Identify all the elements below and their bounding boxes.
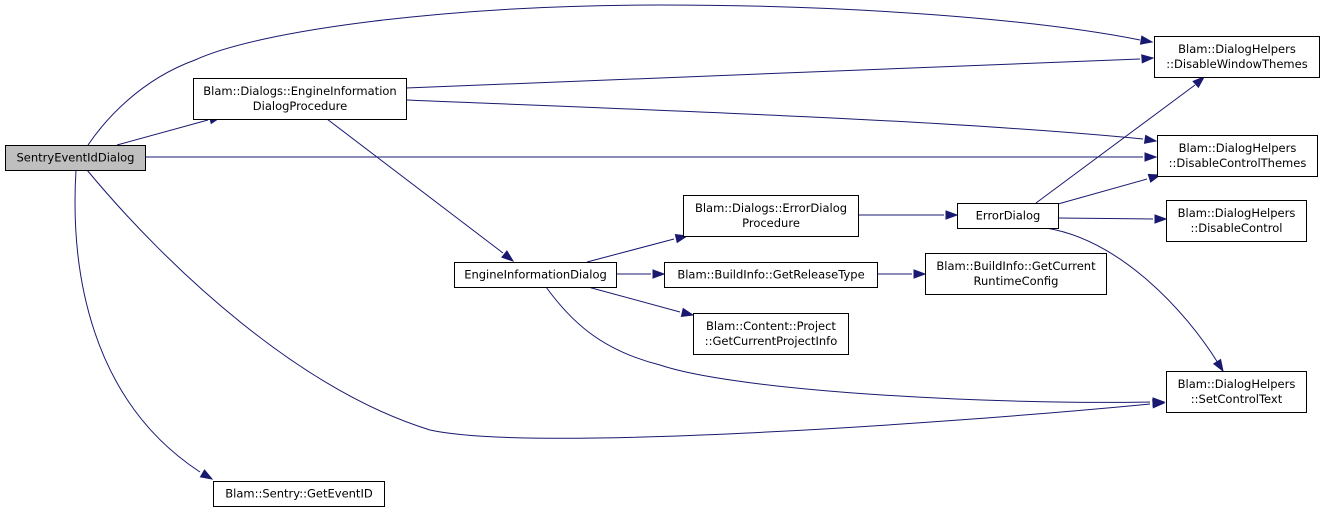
edge-arrowhead [1143,134,1158,144]
edge-arrowhead [1192,76,1206,89]
node-get-release-type[interactable]: Blam::BuildInfo::GetReleaseType [664,262,878,288]
edge-arrowhead [945,210,959,220]
node-get-event-id[interactable]: Blam::Sentry::GetEventID [213,481,385,507]
node-engine-information-dialog[interactable]: EngineInformationDialog [454,262,617,288]
node-label: SentryEventIdDialog [17,151,135,165]
node-box [454,262,617,288]
node-label: Blam::DialogHelpers [1178,377,1296,391]
node-box [193,78,407,120]
nodes-layer: SentryEventIdDialog Blam::Dialogs::Engine… [5,36,1320,507]
edge-line [587,286,681,313]
edge-arrowhead [913,269,927,279]
edge-arrowhead [680,307,695,317]
edge-error-dialog-to-disable-control-themes [1057,173,1162,205]
edge-line [545,286,1151,403]
node-disable-control[interactable]: Blam::DialogHelpers::DisableControl [1166,200,1307,242]
edge-line [1035,84,1196,204]
edge-line [86,169,1151,439]
node-set-control-text[interactable]: Blam::DialogHelpers::SetControlText [1166,371,1307,413]
node-disable-control-themes[interactable]: Blam::DialogHelpers::DisableControlTheme… [1157,135,1318,177]
node-engine-info-dialog-procedure[interactable]: Blam::Dialogs::EngineInformationDialogPr… [193,78,407,120]
edge-arrowhead [1152,397,1166,407]
edge-arrowhead [199,469,214,480]
node-label: Blam::BuildInfo::GetReleaseType [677,268,864,282]
edge-error-dialog-to-set-control-text [1045,227,1224,373]
edge-arrowhead [1212,358,1224,373]
node-get-current-project-info[interactable]: Blam::Content::Project::GetCurrentProjec… [693,313,849,355]
edge-arrowhead [1154,214,1168,224]
node-box [664,262,878,288]
edge-line [116,119,209,146]
edge-line [1057,217,1154,220]
edge-arrowhead [501,250,515,262]
node-box [957,203,1059,229]
node-box [213,481,385,507]
edge-error-dialog-to-disable-window-themes [1035,76,1206,204]
node-label: ::DisableWindowThemes [1166,57,1307,71]
node-label: ::DisableControl [1191,221,1283,235]
node-label: Blam::BuildInfo::GetCurrent [936,259,1096,273]
edge-sentry-event-id-dialog-to-engine-info-dialog-procedure [116,115,223,146]
edge-line [326,118,504,254]
node-label: Blam::DialogHelpers [1179,141,1297,155]
node-label: EngineInformationDialog [464,268,607,282]
edge-error-dialog-to-disable-control [1057,214,1168,224]
edge-line [405,99,1144,140]
edge-sentry-event-id-dialog-to-disable-window-themes [87,4,1154,146]
node-label: ::GetCurrentProjectInfo [705,334,838,348]
node-label: Blam::Dialogs::ErrorDialog [695,201,847,215]
node-label: Blam::DialogHelpers [1178,206,1296,220]
node-sentry-event-id-dialog: SentryEventIdDialog [5,145,146,171]
edge-sentry-event-id-dialog-to-disable-control-themes [145,152,1158,162]
edge-line [87,4,1141,146]
node-box [925,253,1107,295]
edge-engine-info-dialog-procedure-to-disable-control-themes [405,99,1158,144]
node-label: Blam::DialogHelpers [1178,42,1296,56]
node-box [5,145,146,171]
edge-line [1057,178,1148,205]
node-box [1154,36,1320,78]
node-label: Blam::Content::Project [706,319,836,333]
node-disable-window-themes[interactable]: Blam::DialogHelpers::DisableWindowThemes [1154,36,1320,78]
edge-line [1045,227,1219,364]
node-label: Procedure [742,216,800,230]
edge-sentry-event-id-dialog-to-get-event-id [74,169,214,480]
edge-arrowhead [1141,54,1155,64]
node-box [1157,135,1318,177]
edge-engine-information-dialog-to-get-release-type [616,269,666,279]
edge-get-release-type-to-get-current-runtime-config [877,269,927,279]
node-box [683,195,859,237]
edge-arrowhead [1139,35,1154,45]
node-label: Blam::Dialogs::EngineInformation [203,84,396,98]
node-label: ::SetControlText [1191,392,1283,406]
edge-engine-information-dialog-to-set-control-text [545,286,1166,407]
node-label: Blam::Sentry::GetEventID [225,487,373,501]
edge-engine-information-dialog-to-error-dialog-procedure [586,234,689,263]
edges-layer [74,4,1224,480]
edge-line [74,169,201,473]
node-label: ErrorDialog [976,209,1041,223]
node-label: ::DisableControlThemes [1169,156,1307,170]
edge-engine-information-dialog-to-get-current-project-info [587,286,695,317]
node-box [1166,371,1307,413]
node-box [1166,200,1307,242]
edge-line [586,238,675,263]
node-error-dialog[interactable]: ErrorDialog [957,203,1059,229]
edge-error-dialog-procedure-to-error-dialog [858,210,959,220]
edge-engine-info-dialog-procedure-to-disable-window-themes [405,54,1155,89]
node-box [693,313,849,355]
edge-engine-info-dialog-procedure-to-engine-information-dialog [326,118,515,262]
node-label: DialogProcedure [253,99,347,113]
edge-arrowhead [652,269,666,279]
node-label: RuntimeConfig [974,274,1059,288]
edge-arrowhead [1144,152,1158,162]
edge-line [405,58,1141,89]
